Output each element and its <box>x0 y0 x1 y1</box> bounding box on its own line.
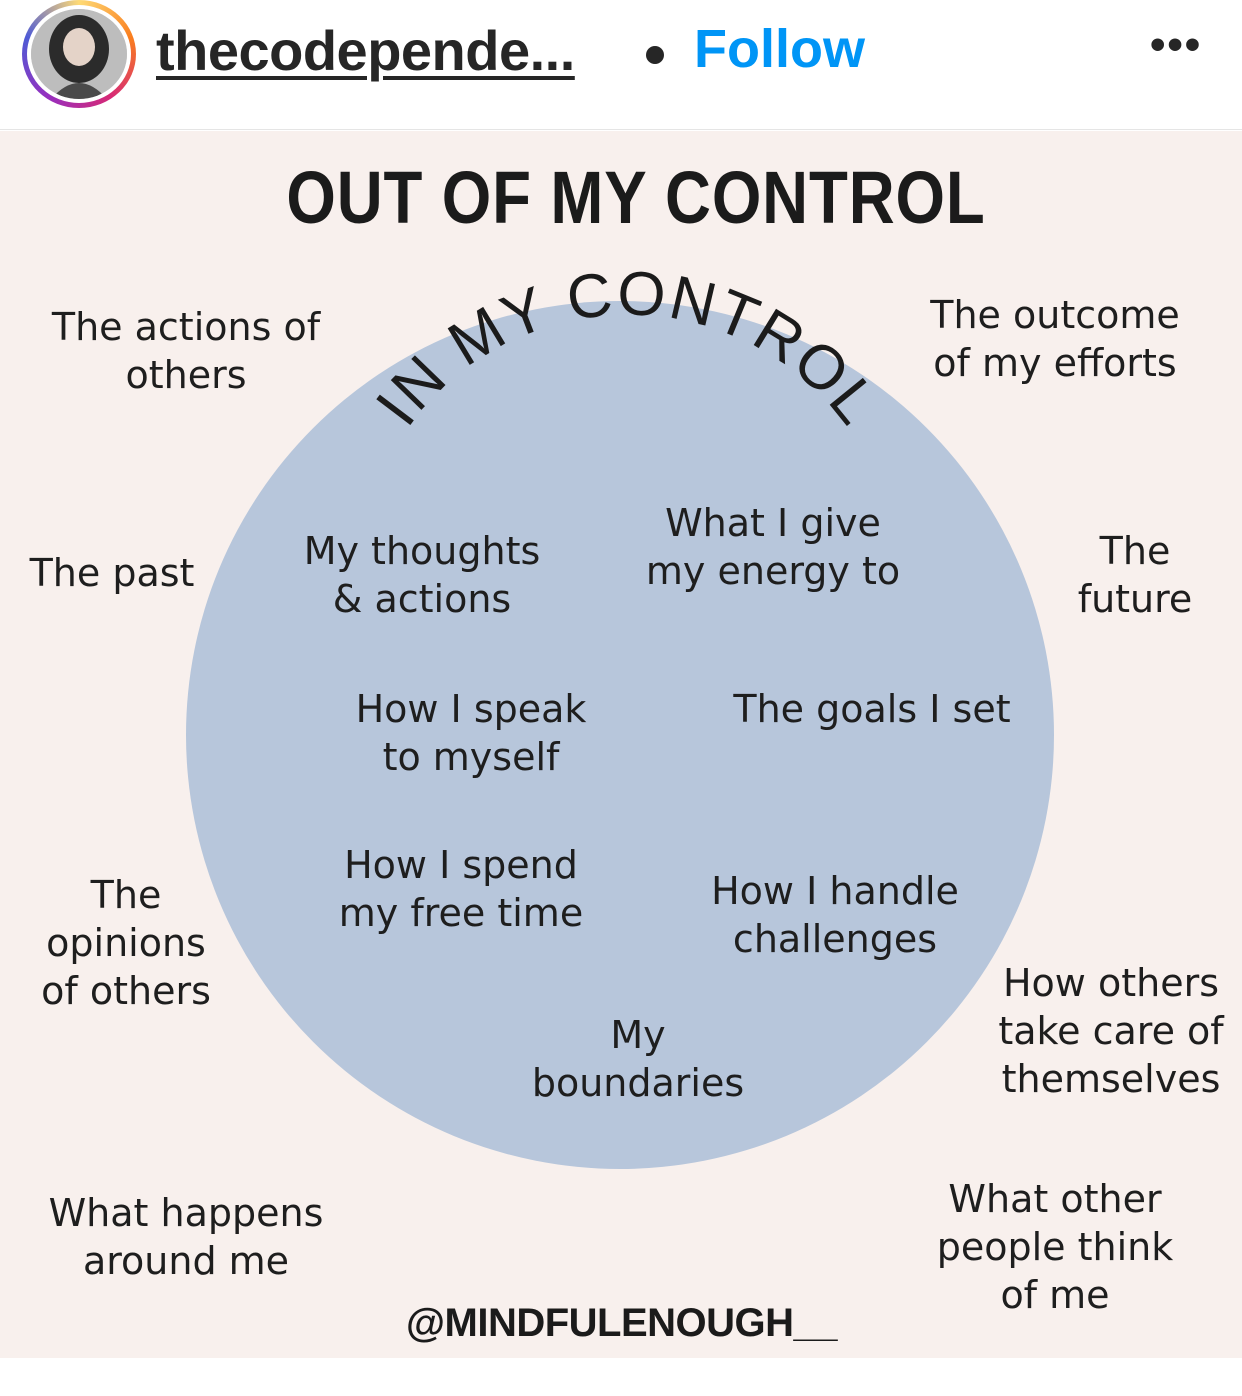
in-item-boundaries: My boundaries <box>531 1013 745 1105</box>
in-item-free-time: How I spend my free time <box>338 843 584 935</box>
post-image[interactable]: OUT OF MY CONTROL IN MY CONTROL The acti… <box>0 131 1242 1358</box>
username-link[interactable]: thecodepende... <box>156 19 575 82</box>
out-item-future: The future <box>1077 529 1193 621</box>
profile-photo-icon <box>31 9 127 99</box>
out-item-outcome: The outcome of my efforts <box>930 293 1180 385</box>
out-item-actions: The actions of others <box>51 305 321 397</box>
in-item-challenges: How I handle challenges <box>711 869 959 961</box>
more-options-icon[interactable]: ••• <box>1150 20 1203 69</box>
avatar[interactable] <box>27 5 131 103</box>
separator-dot <box>646 46 664 64</box>
avatar-image <box>31 9 127 99</box>
outer-title: OUT OF MY CONTROL <box>286 156 986 239</box>
out-item-happens: What happens around me <box>48 1191 324 1283</box>
out-item-people-think: What other people think of me <box>936 1177 1174 1317</box>
in-item-thoughts: My thoughts & actions <box>303 529 541 621</box>
in-item-goals: The goals I set <box>733 687 1011 731</box>
credit-handle: @MINDFULENOUGH__ <box>406 1301 838 1345</box>
out-item-past: The past <box>29 551 195 595</box>
story-ring[interactable] <box>22 0 136 108</box>
in-item-energy: What I give my energy to <box>645 501 901 593</box>
follow-button[interactable]: Follow <box>694 19 865 79</box>
in-control-circle <box>186 301 1054 1169</box>
out-item-others-care: How others take care of themselves <box>998 961 1224 1101</box>
post-header: thecodepende... Follow ••• <box>0 0 1242 130</box>
out-item-opinions: The opinions of others <box>41 873 211 1013</box>
in-item-speak: How I speak to myself <box>355 687 587 779</box>
post-footer <box>0 1358 1242 1396</box>
